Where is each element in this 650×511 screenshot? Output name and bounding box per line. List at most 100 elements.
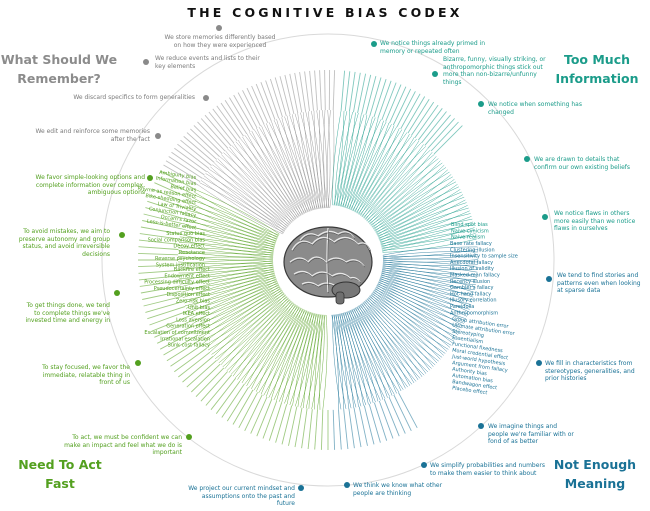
bias-label-meaning	[354, 408, 361, 447]
category-meaning-stereotypes: We fill in characteristics from stereoty…	[545, 360, 640, 383]
bias-label-memory	[310, 71, 314, 111]
bias-label-information	[401, 94, 420, 129]
branch-memory	[328, 110, 330, 208]
bias-left-upper: Social comparison bias	[148, 237, 206, 243]
category-meaning-familiar: We imagine things and people we're famil…	[488, 423, 578, 446]
bias-label-meaning	[333, 410, 334, 450]
category-act-complete: To get things done, we tend to complete …	[20, 302, 110, 325]
bias-left-upper: Decoy effect	[173, 244, 205, 250]
bias-label-act	[139, 247, 179, 250]
category-label: To get things done, we tend to complete …	[25, 302, 110, 324]
category-label: Bizarre, funny, visually striking, or an…	[443, 56, 546, 86]
category-meaning-stories: We tend to find stories and patterns eve…	[557, 272, 647, 295]
category-dot	[155, 133, 161, 139]
bias-label-act	[187, 360, 217, 387]
bias-label-act	[276, 404, 287, 442]
bias-left-mid: Loss aversion	[176, 317, 210, 323]
bias-label-information	[341, 71, 345, 111]
bias-label-act	[206, 375, 232, 406]
brain-stem	[336, 292, 344, 304]
bias-label-act	[308, 409, 312, 449]
category-label: We imagine things and people we're famil…	[488, 423, 574, 445]
bias-label-memory	[280, 76, 290, 115]
category-act-autonomy: To avoid mistakes, we aim to preserve au…	[5, 228, 110, 258]
bias-label-meaning	[384, 399, 399, 436]
bias-right-upper: Pareidolia	[450, 304, 474, 310]
bias-label-information	[404, 97, 424, 131]
category-label: We discard specifics to form generalitie…	[73, 94, 195, 101]
bias-label-information	[408, 99, 429, 133]
category-label: We store memories differently based on h…	[165, 34, 276, 49]
category-label: We simplify probabilities and numbers to…	[430, 462, 545, 477]
category-memory-reduce: We reduce events and lists to their key …	[155, 55, 260, 70]
bias-label-information	[397, 91, 415, 127]
category-info-changed: We notice when something has changed	[488, 101, 608, 116]
quadrant-meaning-title: Not Enough Meaning	[540, 455, 650, 493]
bias-left-mid: IKEA effect	[183, 311, 210, 317]
category-label: We notice flaws in others more easily th…	[554, 210, 635, 232]
category-meaning-others: We think we know what other people are t…	[353, 482, 445, 497]
bias-label-act	[191, 364, 220, 392]
category-dot	[478, 423, 484, 429]
category-act-focused: To stay focused, we favor the immediate,…	[40, 364, 130, 387]
category-dot	[119, 232, 125, 238]
branch-meaning	[340, 314, 361, 407]
category-dot	[371, 41, 377, 47]
bias-label-memory	[315, 71, 318, 111]
quadrant-act-title: Need To Act Fast	[10, 455, 110, 493]
bias-label-act	[263, 401, 277, 439]
bias-label-memory	[194, 125, 222, 153]
bias-label-information	[362, 75, 371, 114]
category-dot	[344, 482, 350, 488]
category-info-bizarre: Bizarre, funny, visually striking, or an…	[443, 56, 555, 86]
category-dot	[143, 59, 149, 65]
bias-label-memory	[320, 70, 322, 110]
bias-label-act	[269, 403, 281, 441]
bias-right-upper: Clustering illusion	[450, 247, 495, 253]
bias-label-memory	[325, 70, 326, 110]
quadrant-information-title: Too Much Information	[542, 50, 650, 88]
bias-label-meaning	[339, 410, 342, 450]
branch-act	[323, 315, 327, 410]
category-label: To avoid mistakes, we aim to preserve au…	[19, 228, 110, 258]
bias-label-act	[257, 399, 272, 436]
bias-left-mid: Irrational escalation	[160, 336, 210, 342]
bias-label-act	[138, 253, 178, 254]
bias-left-upper: Reactance	[179, 250, 205, 256]
bias-right-upper: Illusion of validity	[450, 266, 494, 272]
category-label: We favor simple-looking options and comp…	[36, 174, 146, 196]
category-dot	[432, 71, 438, 77]
bias-label-act	[183, 356, 214, 382]
category-dot	[542, 214, 548, 220]
bias-label-memory	[229, 98, 250, 132]
bias-right-mid: Naive realism	[451, 235, 485, 241]
category-dot	[186, 434, 192, 440]
bias-left-mid: Zero-risk bias	[176, 299, 211, 305]
bias-label-act	[321, 410, 322, 450]
bias-left-upper: Reverse psychology	[155, 256, 205, 262]
bias-label-memory	[285, 75, 294, 114]
bias-label-act	[211, 378, 236, 410]
bias-label-memory	[305, 71, 310, 111]
bias-label-memory	[238, 93, 257, 128]
category-dot	[147, 175, 153, 181]
bias-right-mid: Blind spot bias	[451, 222, 488, 228]
bias-right-upper: Illusory correlation	[450, 298, 497, 304]
bias-left-mid: Escalation of commitment	[144, 330, 210, 336]
bias-label-information	[345, 71, 350, 111]
bias-label-memory	[234, 95, 254, 130]
bias-left-upper: Status quo bias	[166, 231, 205, 237]
bias-label-memory	[247, 88, 264, 124]
quadrant-memory-title: What Should We Remember?	[0, 50, 124, 88]
category-label: We tend to find stories and patterns eve…	[557, 272, 641, 294]
category-label: To stay focused, we favor the immediate,…	[42, 364, 130, 386]
bias-label-act	[295, 408, 302, 447]
bias-label-meaning	[374, 403, 386, 441]
bias-label-information	[370, 78, 381, 117]
category-label: We fill in characteristics from stereoty…	[545, 360, 635, 382]
bias-label-memory	[290, 74, 298, 113]
bias-right-upper: Recency illusion	[450, 279, 490, 285]
bias-left-mid: Pseudocertainty effect	[154, 286, 210, 292]
bias-label-act	[302, 409, 308, 449]
